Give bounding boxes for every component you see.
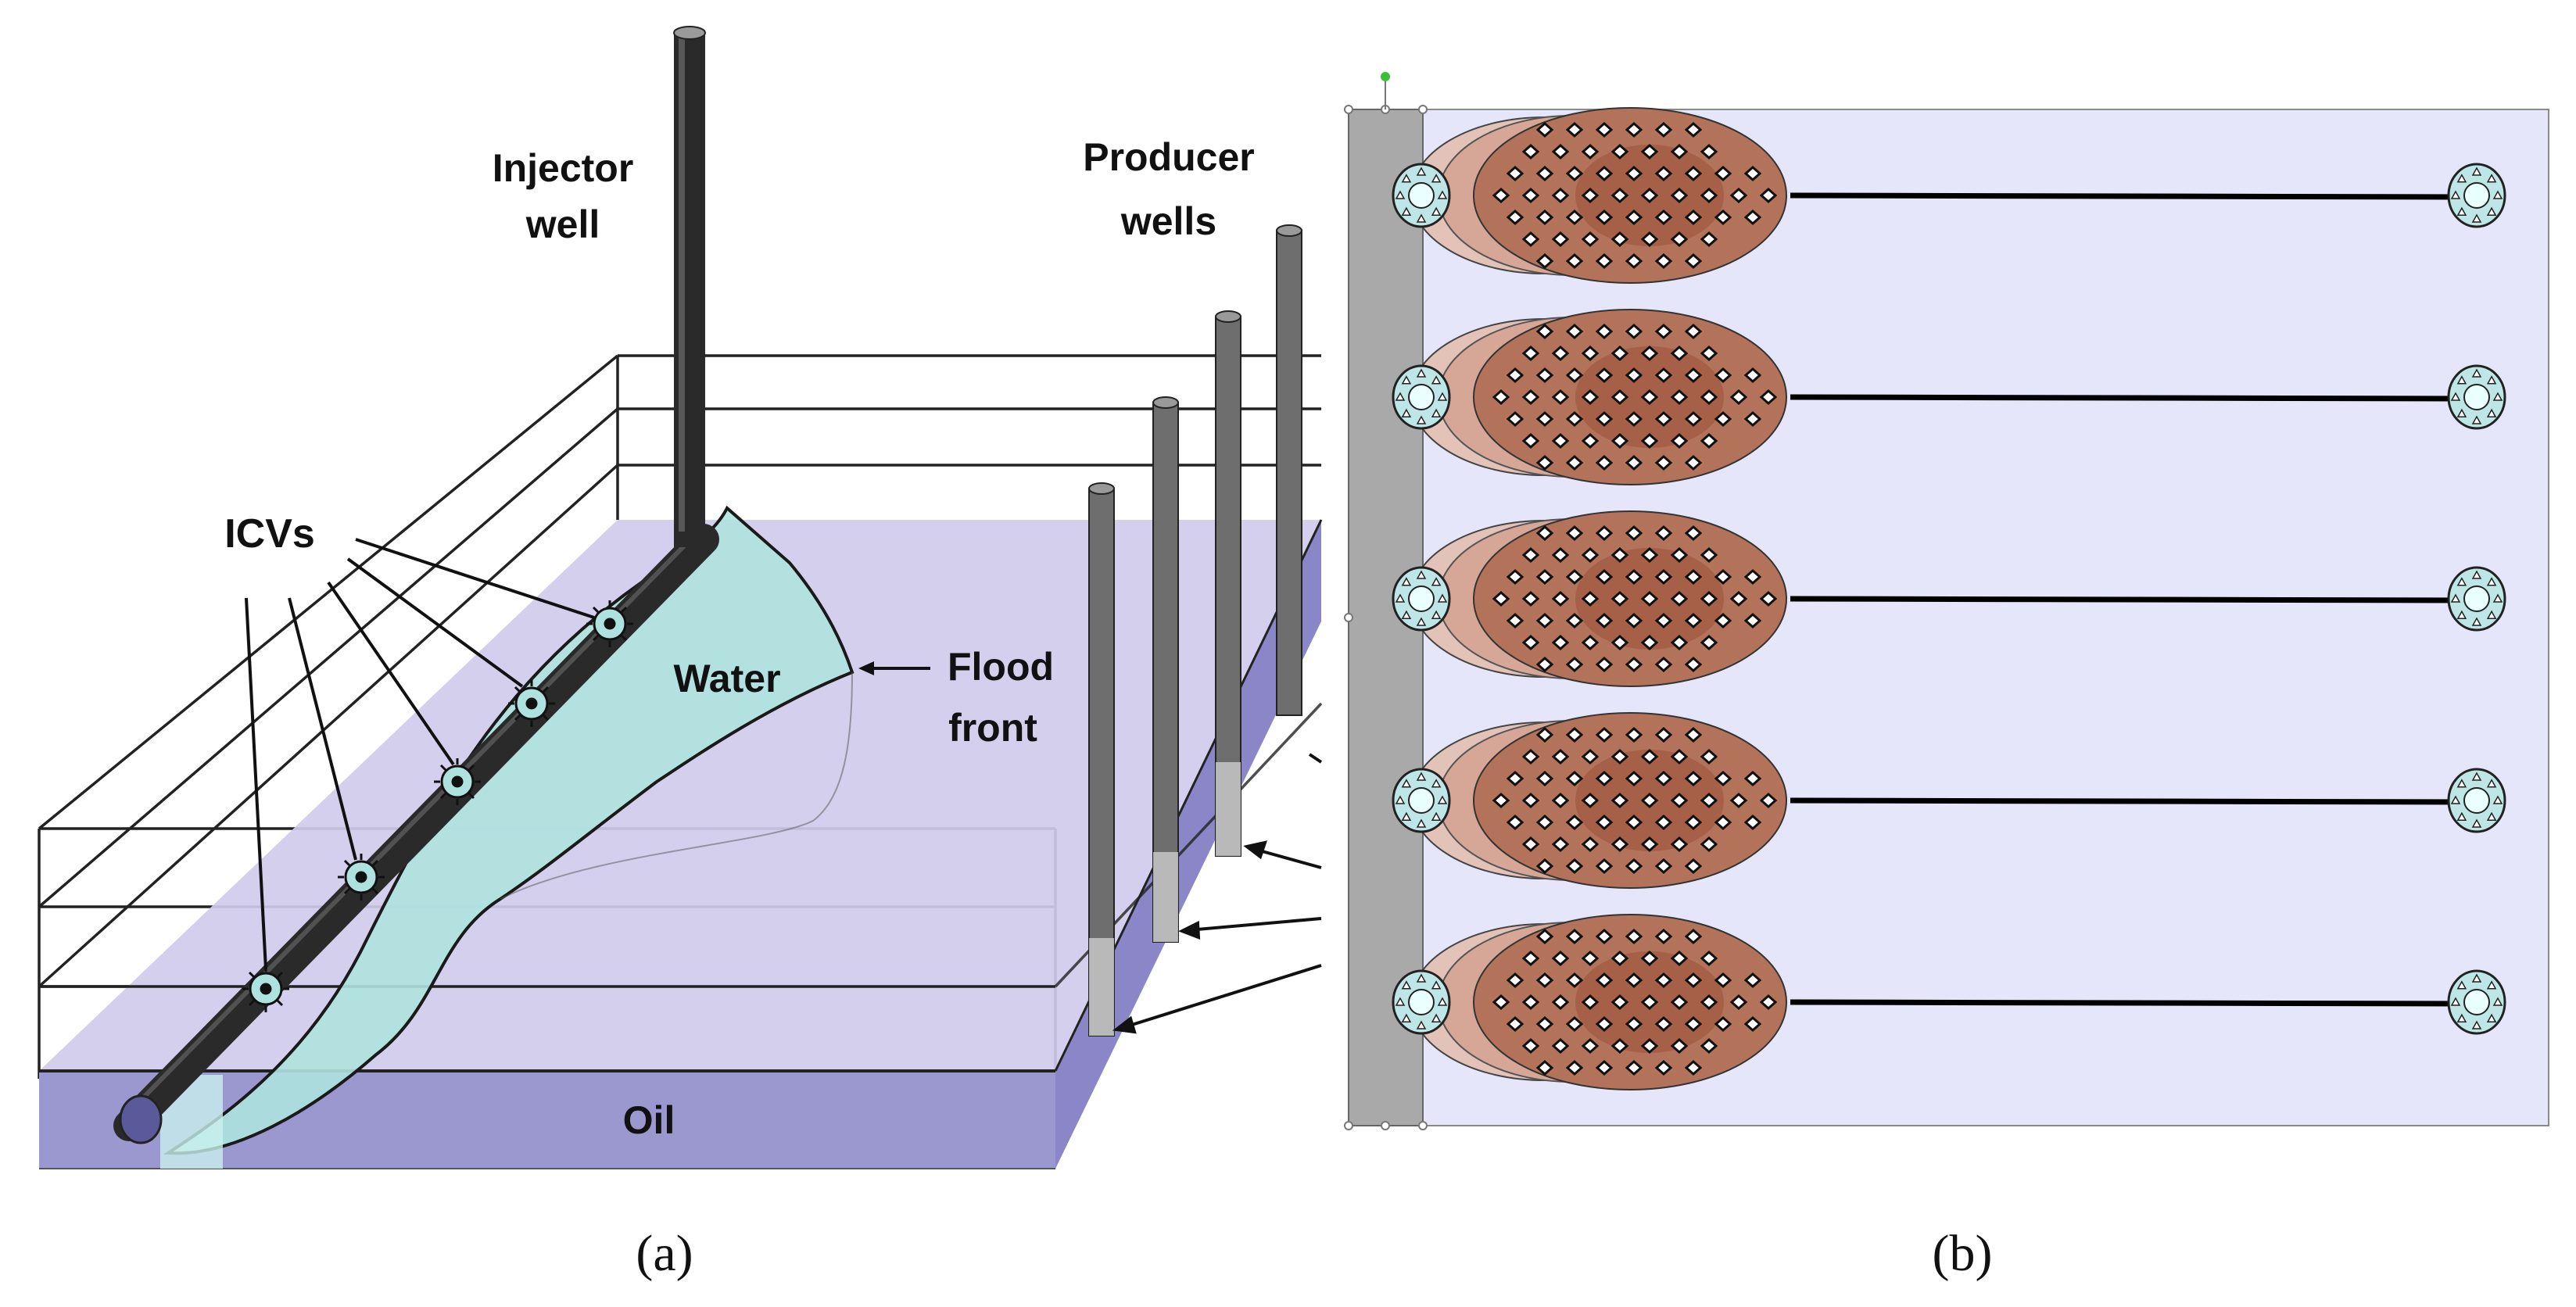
oil-droplets — [1492, 525, 1778, 673]
flood-front-label: Flood — [948, 645, 1054, 689]
injection-valve-icon — [1392, 163, 1451, 228]
producer-wells-label: Producer — [1083, 135, 1255, 179]
production-valve-icon — [2447, 566, 2506, 632]
wellbore-end — [119, 1094, 163, 1144]
production-valve-icon — [2447, 163, 2506, 228]
injection-valve-icon — [1392, 969, 1451, 1035]
flow-row — [1392, 510, 2506, 687]
flow-row — [1392, 914, 2506, 1090]
producer-arrows — [1112, 753, 1323, 1034]
injection-valve-icon — [1392, 768, 1451, 833]
icv-icon — [508, 680, 555, 727]
producer-wells — [1088, 224, 1302, 1037]
flood-front-label: front — [948, 706, 1037, 750]
flow-row — [1392, 309, 2506, 485]
injection-valve-icon — [1392, 566, 1451, 632]
flow-row — [1392, 107, 2506, 284]
producer-well — [1276, 224, 1302, 716]
panel-a-caption: (a) — [636, 1225, 693, 1282]
oil-label: Oil — [623, 1098, 675, 1142]
injection-valve-icon — [1392, 364, 1451, 430]
icv-icon — [338, 854, 385, 901]
oil-droplets — [1492, 121, 1778, 270]
icv-icon — [434, 758, 481, 805]
injector-well-label: Injector — [493, 146, 634, 190]
producer-well — [1088, 482, 1115, 1037]
icv-leader-lines — [245, 538, 595, 970]
icv-markers — [242, 600, 633, 1012]
flow-rows — [1392, 107, 2506, 1090]
oil-droplets — [1492, 726, 1778, 875]
water-region — [163, 505, 854, 1155]
icv-icon — [586, 600, 633, 647]
flow-arrow — [1790, 394, 2463, 402]
flow-arrow — [1790, 999, 2463, 1007]
producer-wells-label: wells — [1120, 199, 1216, 243]
water-label: Water — [673, 657, 780, 700]
oil-droplets — [1492, 928, 1778, 1076]
icv-icon — [242, 965, 289, 1012]
flood-front-arrow — [858, 661, 930, 675]
flow-arrow — [1790, 797, 2463, 805]
icvs-label: ICVs — [224, 511, 315, 557]
panel-b-caption: (b) — [1933, 1225, 1993, 1282]
injector-well-label: well — [525, 202, 600, 246]
producer-well — [1152, 396, 1179, 943]
reservoir-top — [39, 520, 1321, 1071]
production-valve-icon — [2447, 969, 2506, 1035]
flow-arrow — [1790, 192, 2463, 200]
production-valve-icon — [2447, 364, 2506, 430]
flow-arrow — [1790, 596, 2463, 603]
producer-well — [1215, 310, 1241, 857]
panel-a-reservoir-schematic: Injector well Producer wells ICVs Water … — [38, 26, 1323, 1282]
panel-b-top-view: (b) — [1344, 72, 2549, 1282]
production-valve-icon — [2447, 768, 2506, 833]
flow-row — [1392, 712, 2506, 889]
oil-droplets — [1492, 323, 1778, 471]
rotation-handle — [1381, 72, 1390, 81]
